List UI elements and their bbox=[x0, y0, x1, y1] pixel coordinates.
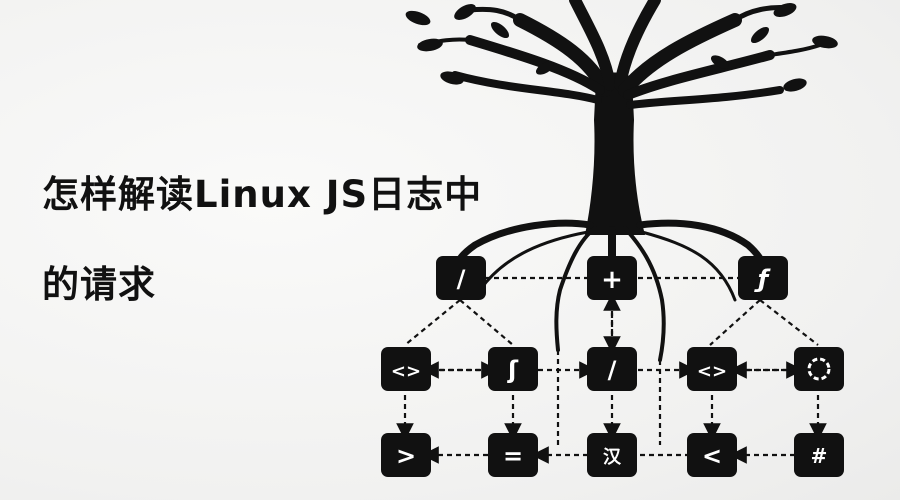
slash-icon: / bbox=[457, 265, 466, 293]
node-mid-5 bbox=[794, 347, 844, 391]
node-bot-4: < bbox=[687, 433, 737, 477]
node-root-mid: + bbox=[587, 256, 637, 300]
function-icon: ƒ bbox=[754, 265, 771, 293]
plus-icon: + bbox=[601, 265, 623, 295]
node-bot-2: = bbox=[488, 433, 538, 477]
integral-icon: ʃ bbox=[507, 356, 519, 384]
tree-branches bbox=[418, 0, 822, 109]
title-line-2: 的请求 bbox=[42, 263, 156, 306]
connector-lines bbox=[396, 276, 827, 464]
node-mid-4: <> bbox=[687, 347, 737, 391]
refresh-dashed-icon bbox=[807, 357, 831, 381]
node-mid-3: / bbox=[587, 347, 637, 391]
node-mid-1: <> bbox=[381, 347, 431, 391]
hash-icon: # bbox=[811, 444, 828, 468]
tree-trunk bbox=[585, 72, 645, 235]
node-bot-5: # bbox=[794, 433, 844, 477]
node-root-left: / bbox=[436, 256, 486, 300]
greater-than-icon: > bbox=[396, 442, 416, 470]
code-brackets-icon: <> bbox=[697, 361, 727, 382]
article-title: 怎样解读Linux JS日志中 的请求 bbox=[42, 150, 512, 330]
tree-leaves bbox=[405, 3, 838, 92]
node-bot-3: 汉 bbox=[587, 433, 637, 477]
node-mid-2: ʃ bbox=[488, 347, 538, 391]
title-line-1: 怎样解读Linux JS日志中 bbox=[42, 173, 483, 216]
node-bot-1: > bbox=[381, 433, 431, 477]
equals-icon: = bbox=[503, 442, 523, 470]
less-than-icon: < bbox=[702, 442, 722, 470]
code-brackets-icon: <> bbox=[391, 361, 421, 382]
slash-icon: / bbox=[608, 356, 617, 384]
node-root-right: ƒ bbox=[738, 256, 788, 300]
han-character-icon: 汉 bbox=[603, 447, 622, 468]
